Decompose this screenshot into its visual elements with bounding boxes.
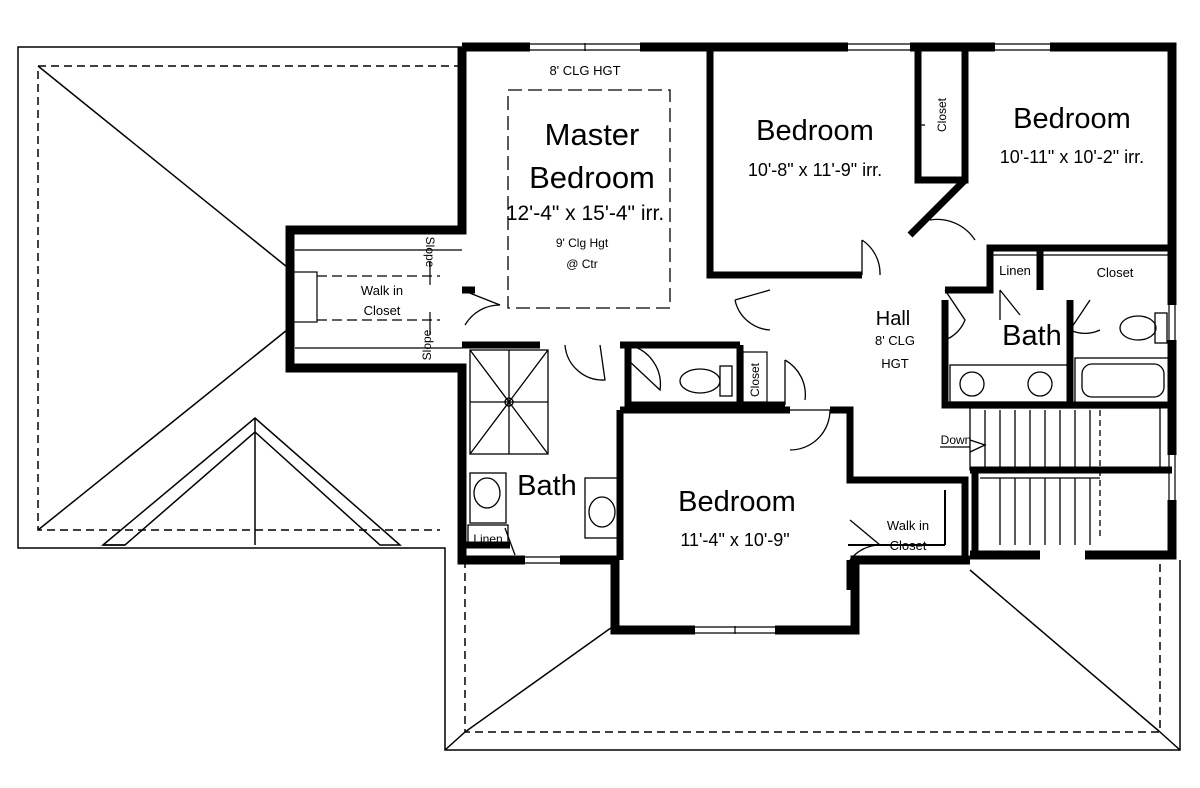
exterior-walls xyxy=(285,42,1177,635)
master-walkin-details xyxy=(291,249,462,349)
doors xyxy=(461,60,1101,561)
master-name-l1: Master xyxy=(545,117,640,152)
closet-label-c: Closet xyxy=(748,362,762,397)
bed-walkin-l2: Closet xyxy=(890,538,927,553)
closet-label-b: Closet xyxy=(1097,265,1134,280)
master-walkin-l2: Closet xyxy=(364,303,401,318)
bath-right-name: Bath xyxy=(1002,320,1062,352)
bedroom-c-dims: 11'-4" x 10'-9" xyxy=(680,530,789,550)
stairs-down-label: Down xyxy=(941,433,972,447)
roof-bottom xyxy=(444,560,1181,751)
slope-label-top: Slope xyxy=(423,237,437,268)
bed-walkin-l1: Walk in xyxy=(887,518,929,533)
hall-ceiling-l2: HGT xyxy=(881,356,909,371)
bedroom-b-name: Bedroom xyxy=(1013,103,1131,135)
stairs xyxy=(940,407,1161,545)
linen-label-left: Linen xyxy=(473,532,502,546)
toilet-fixtures xyxy=(679,312,1168,397)
linen-label-right: Linen xyxy=(999,263,1031,278)
master-ceiling-top: 8' CLG HGT xyxy=(549,63,620,78)
window-lines xyxy=(525,43,1176,634)
right-bath-fixtures xyxy=(949,357,1171,404)
closet-label-a: Closet xyxy=(935,97,949,132)
slope-label-bottom: Slope xyxy=(420,329,434,360)
master-name-l2: Bedroom xyxy=(529,160,655,195)
tray-ceiling-outline xyxy=(507,89,671,309)
bedroom-a-name: Bedroom xyxy=(756,115,874,147)
master-bath-fixtures xyxy=(467,349,621,548)
hall-name: Hall xyxy=(876,308,910,330)
master-walkin-l1: Walk in xyxy=(361,283,403,298)
master-ceiling-l1: 9' Clg Hgt xyxy=(556,236,609,250)
master-ceiling-l2: @ Ctr xyxy=(566,257,598,271)
bedroom-b-dims: 10'-11" x 10'-2" irr. xyxy=(1000,147,1144,167)
bedroom-c-name: Bedroom xyxy=(678,486,796,518)
interior-walls xyxy=(462,50,1172,590)
bath-left-name: Bath xyxy=(517,470,577,502)
bedroom-a-dims: 10'-8" x 11'-9" irr. xyxy=(748,160,882,180)
hall-ceiling-l1: 8' CLG xyxy=(875,333,915,348)
master-dims: 12'-4" x 15'-4" irr. xyxy=(506,202,664,225)
closet-shelves xyxy=(742,254,1170,403)
